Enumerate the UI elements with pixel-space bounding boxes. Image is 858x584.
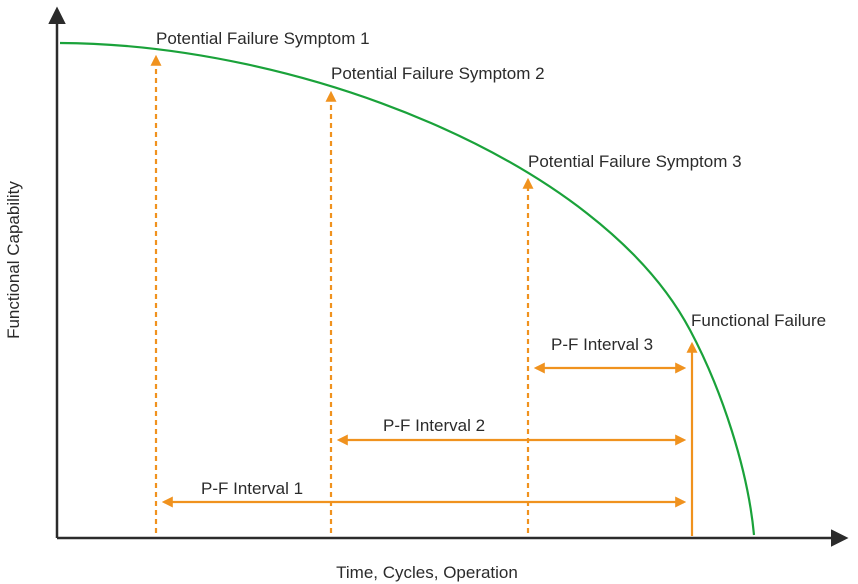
- functional-failure-label: Functional Failure: [691, 311, 826, 330]
- symptom-1-label: Potential Failure Symptom 1: [156, 29, 370, 48]
- pf-interval-3-label: P-F Interval 3: [551, 335, 653, 354]
- y-axis-label: Functional Capability: [4, 181, 23, 339]
- symptom-3-label: Potential Failure Symptom 3: [528, 152, 742, 171]
- x-axis-label: Time, Cycles, Operation: [336, 563, 518, 582]
- pf-interval-2-label: P-F Interval 2: [383, 416, 485, 435]
- symptom-2-label: Potential Failure Symptom 2: [331, 64, 545, 83]
- pf-interval-1-label: P-F Interval 1: [201, 479, 303, 498]
- pf-curve: [59, 41, 756, 536]
